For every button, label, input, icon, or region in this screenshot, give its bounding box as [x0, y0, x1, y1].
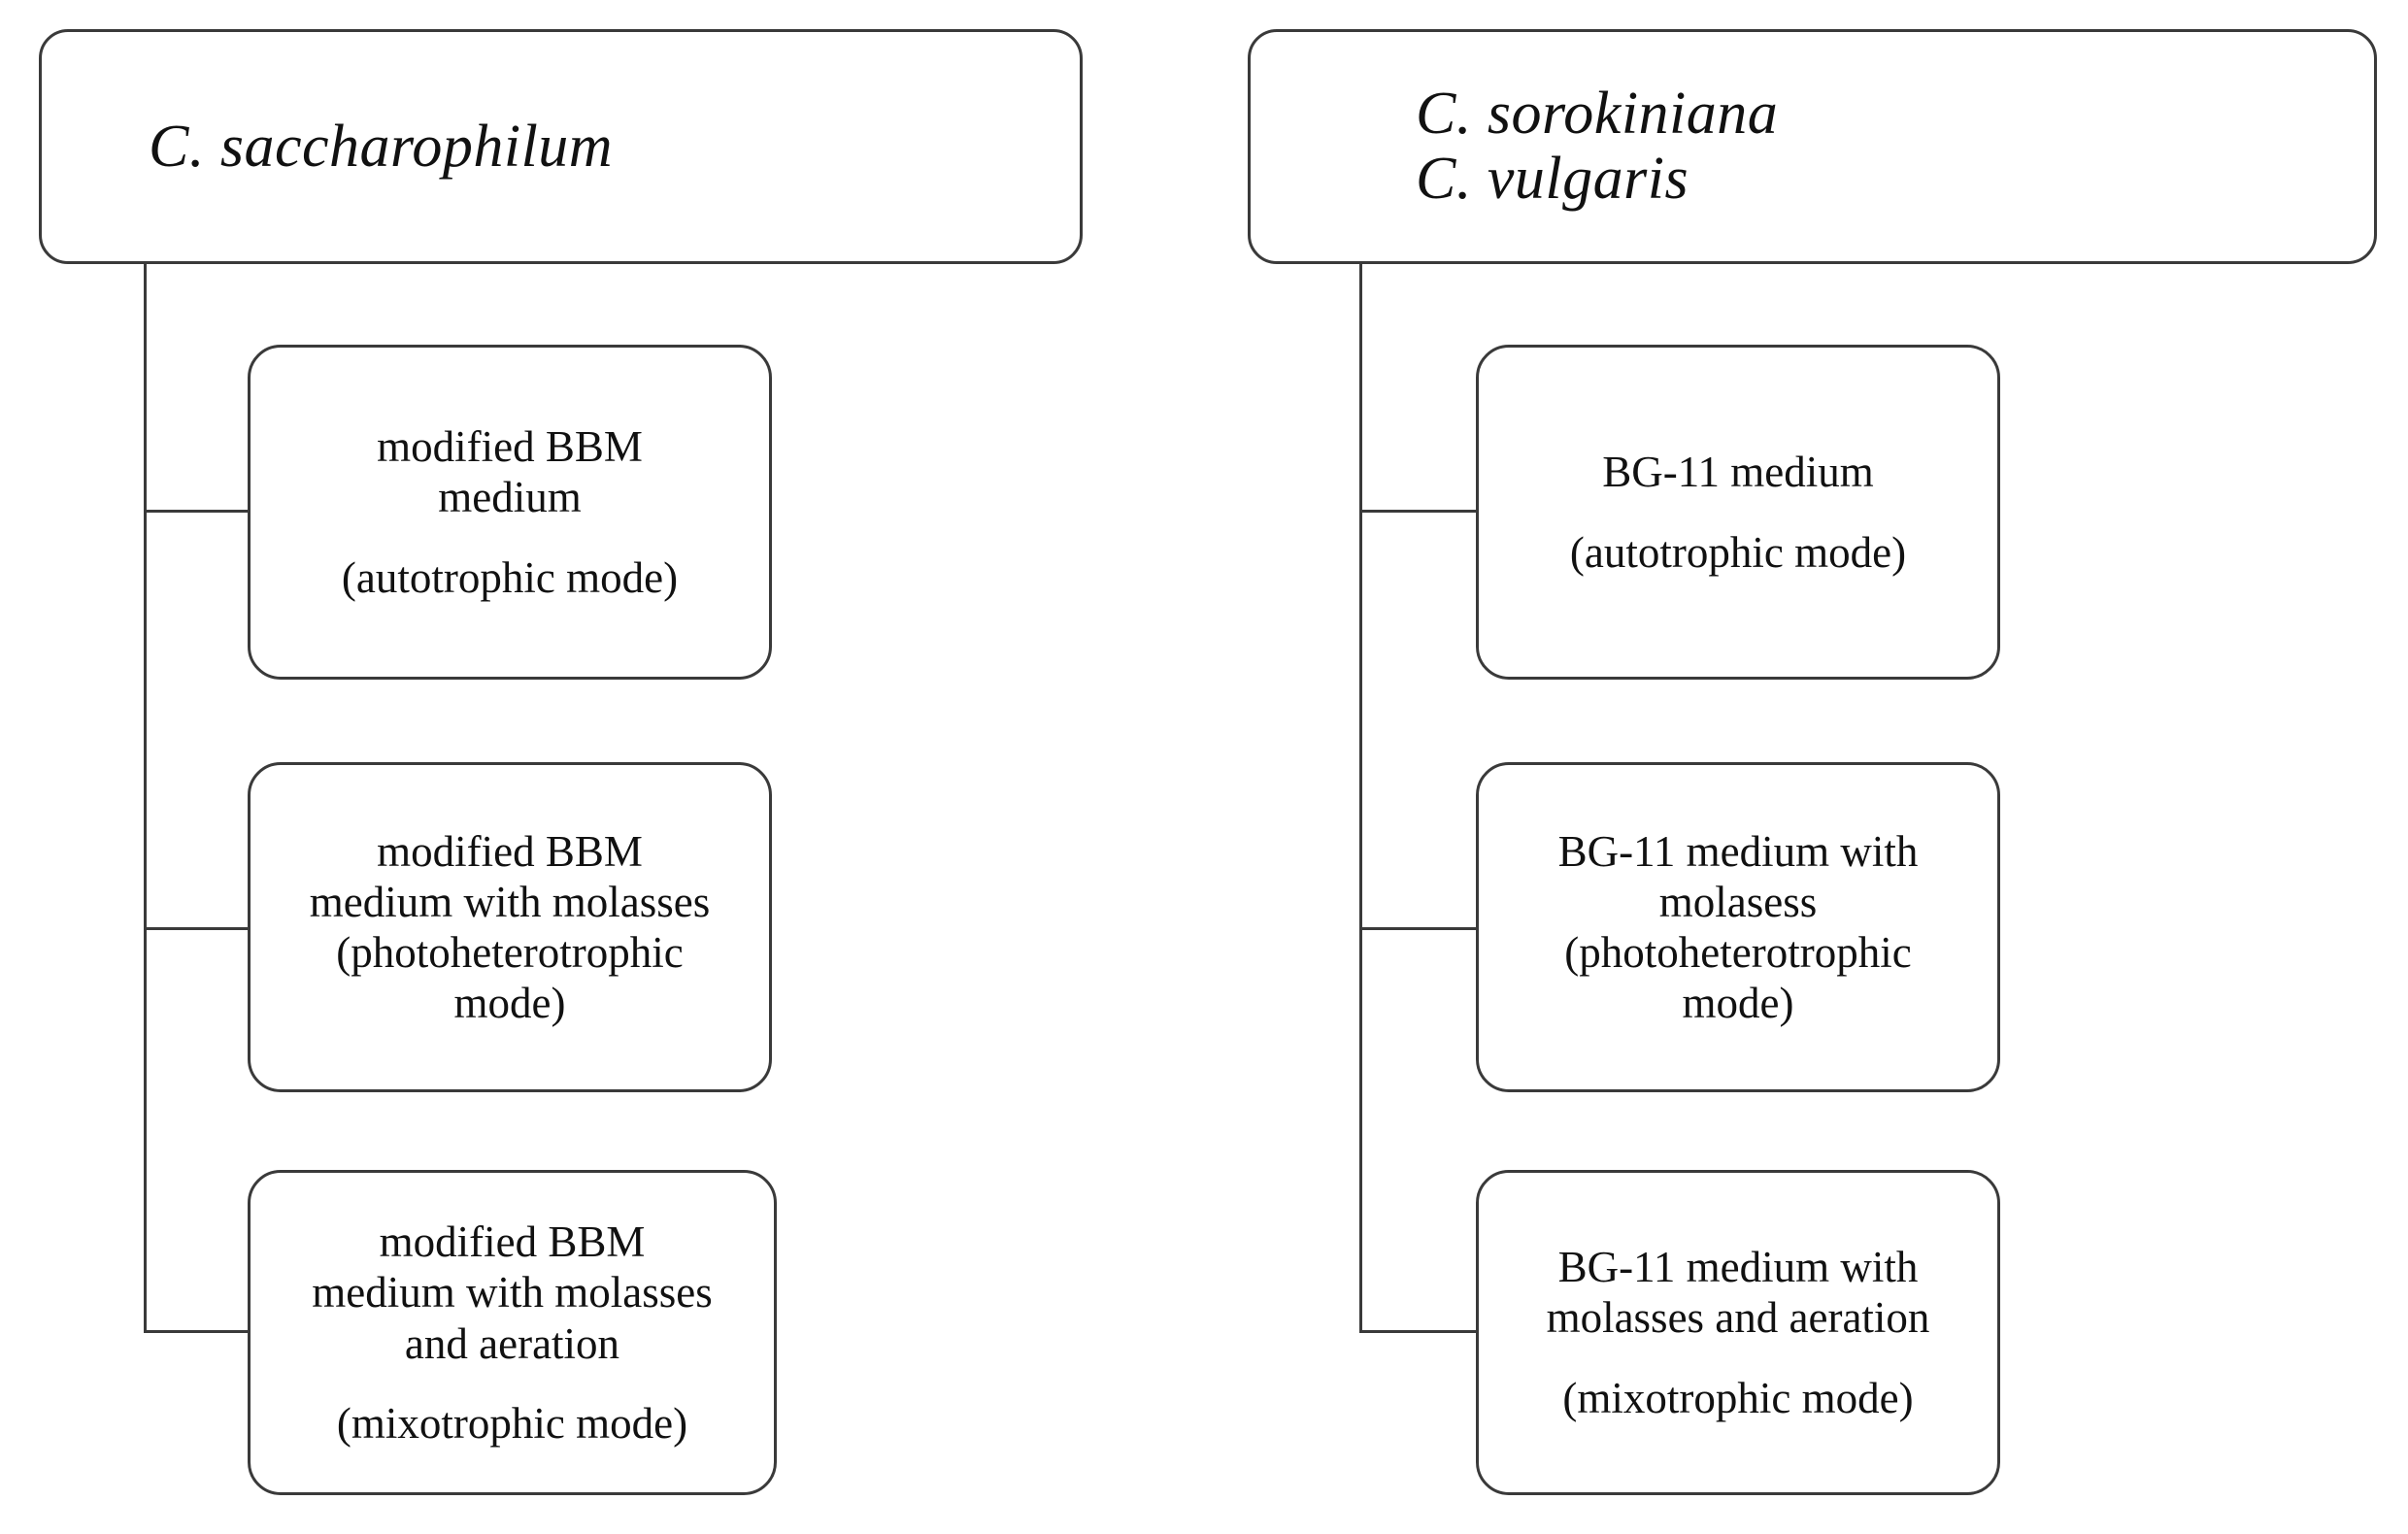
node-right-3-paragraph-1: BG-11 medium with molasses and aeration: [1546, 1243, 1930, 1343]
header-left-line-1: C. saccharophilum: [149, 113, 614, 180]
node-left-mixotrophic[interactable]: modified BBM medium with molasses and ae…: [248, 1170, 777, 1495]
header-node-right[interactable]: C. sorokiniana C. vulgaris: [1248, 29, 2377, 264]
header-right-line-1: C. sorokiniana: [1416, 81, 1779, 148]
connector-trunk-right: [1359, 264, 1362, 1333]
node-right-1-paragraph-2: (autotrophic mode): [1569, 527, 1907, 577]
node-left-1-paragraph-1: modified BBM medium: [377, 422, 643, 522]
header-right-line-2: C. vulgaris: [1416, 146, 1689, 212]
connector-right-branch-2: [1359, 927, 1479, 930]
node-right-2-paragraph-1: BG-11 medium with molasess (photoheterot…: [1557, 826, 1919, 1028]
header-node-left[interactable]: C. saccharophilum: [39, 29, 1083, 264]
node-right-mixotrophic[interactable]: BG-11 medium with molasses and aeration …: [1476, 1170, 2000, 1495]
connector-right-branch-3: [1359, 1330, 1479, 1333]
node-left-photoheterotrophic[interactable]: modified BBM medium with molasses (photo…: [248, 762, 772, 1092]
node-right-1-paragraph-1: BG-11 medium: [1602, 448, 1874, 497]
connector-left-branch-2: [144, 927, 251, 930]
connector-left-branch-1: [144, 510, 251, 513]
node-right-3-paragraph-2: (mixotrophic mode): [1562, 1373, 1914, 1422]
connector-left-branch-3: [144, 1330, 251, 1333]
connector-trunk-left: [144, 264, 147, 1333]
node-left-autotrophic[interactable]: modified BBM medium (autotrophic mode): [248, 345, 772, 680]
node-left-2-paragraph-1: modified BBM medium with molasses (photo…: [309, 826, 711, 1028]
node-left-1-paragraph-2: (autotrophic mode): [341, 552, 679, 602]
node-right-photoheterotrophic[interactable]: BG-11 medium with molasess (photoheterot…: [1476, 762, 2000, 1092]
connector-right-branch-1: [1359, 510, 1479, 513]
node-left-3-paragraph-2: (mixotrophic mode): [336, 1398, 688, 1448]
node-right-autotrophic[interactable]: BG-11 medium (autotrophic mode): [1476, 345, 2000, 680]
node-left-3-paragraph-1: modified BBM medium with molasses and ae…: [312, 1217, 713, 1368]
